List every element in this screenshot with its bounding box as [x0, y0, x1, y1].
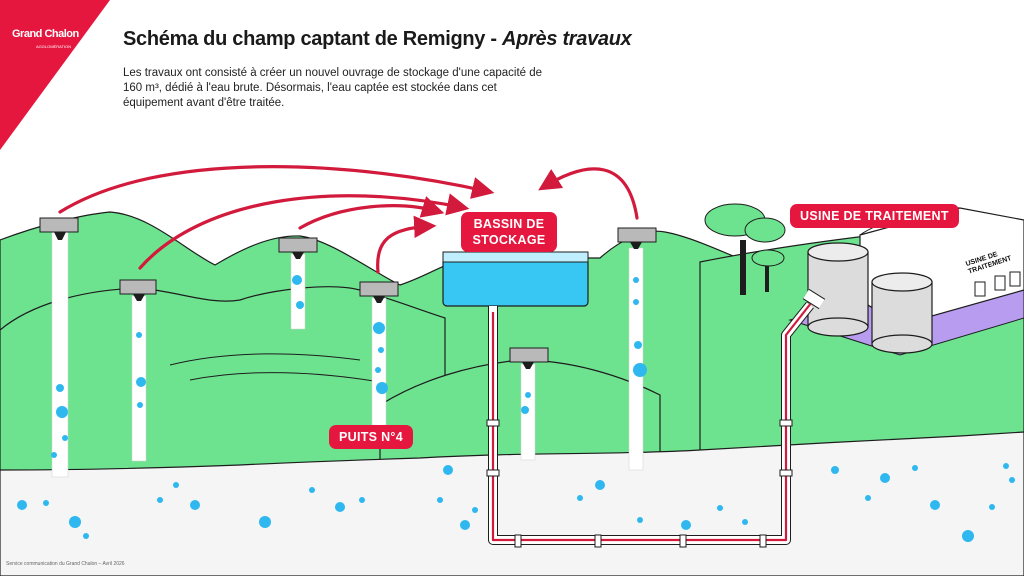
label-bassin: BASSIN DE STOCKAGE [461, 212, 557, 252]
water-drops [17, 275, 1015, 542]
tree-icon [704, 203, 786, 295]
label-usine: USINE DE TRAITEMENT [790, 204, 959, 228]
pipe-icon [486, 288, 826, 548]
logo-subtext: AGGLOMÉRATION [36, 44, 72, 49]
treatment-tank-1 [807, 242, 869, 337]
logo: Grand Chalon [12, 28, 79, 40]
logo-background [0, 0, 110, 150]
title-main: Schéma du champ captant de Remigny - [123, 28, 502, 50]
arrow-icon [58, 165, 639, 274]
title-sub: Après travaux [502, 28, 632, 50]
description: Les travaux ont consisté à créer un nouv… [123, 67, 543, 109]
footer-credit: Service communication du Grand Chalon – … [6, 561, 125, 567]
treatment-tank-2 [871, 272, 933, 354]
page-title: Schéma du champ captant de Remigny - Apr… [123, 28, 632, 51]
storage-basin [442, 251, 589, 307]
well-head-icon [39, 217, 657, 369]
label-puits: PUITS N°4 [329, 425, 413, 449]
